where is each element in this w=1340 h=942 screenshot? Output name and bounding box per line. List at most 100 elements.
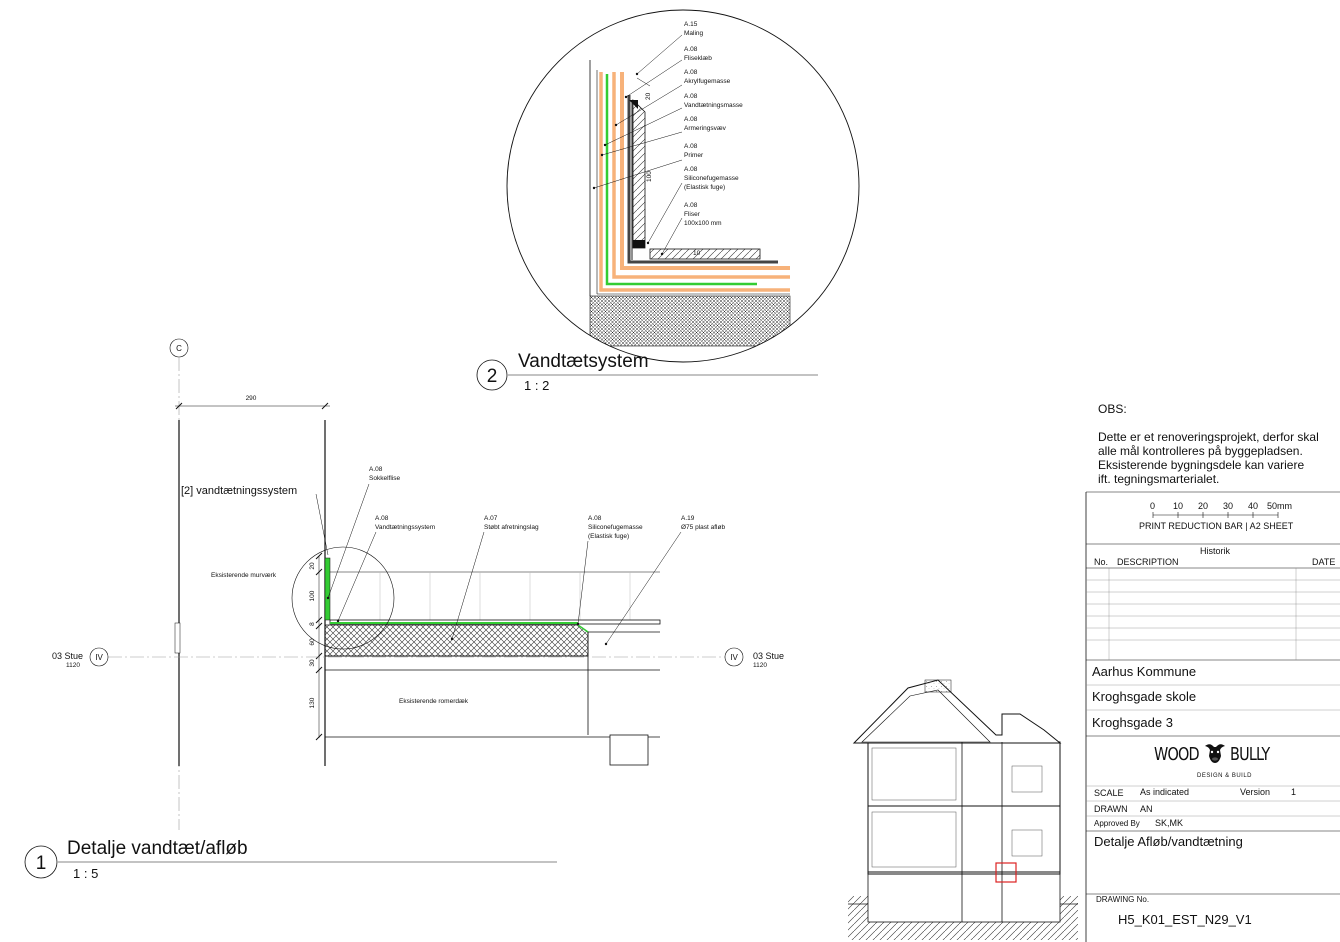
membrane-dark-line <box>627 95 778 264</box>
reduction-tick: 30 <box>1223 501 1234 511</box>
label-code: A.08 <box>684 116 698 123</box>
vertical-dim: 20 <box>309 562 316 570</box>
label-text: Siliconefugemasse <box>684 175 739 182</box>
wall-tile-section <box>632 99 646 249</box>
silicone-joint <box>633 240 645 248</box>
label-text: Fliseklæb <box>684 55 712 62</box>
view-title: Detalje vandtæt/afløb <box>67 838 248 859</box>
reduction-bar-caption: PRINT REDUCTION BAR | A2 SHEET <box>1139 521 1294 531</box>
detail-reference-circle <box>291 546 395 650</box>
label-text: (Elastisk fuge) <box>588 533 629 540</box>
label-code: A.15 <box>684 21 698 28</box>
label-code: A.08 <box>684 143 698 150</box>
vertical-dim: 60 <box>309 638 316 646</box>
label-code: A.19 <box>681 515 695 522</box>
membrane-orange-inner <box>620 72 790 270</box>
historik-col-date: DATE <box>1312 557 1336 567</box>
drain-pipe <box>609 734 649 766</box>
membrane-orange-mid <box>612 72 790 279</box>
reduction-tick: 40 <box>1248 501 1259 511</box>
dim-20: 20 <box>645 92 652 100</box>
reduction-tick: 50mm <box>1267 501 1293 511</box>
detail-2-vandtaetsystem: 20 100 10 A.15 Maling A.08 Fliseklæb A.0… <box>476 9 860 393</box>
existing-wall-label: Eksisterende murværk <box>211 572 277 579</box>
notes-line: ift. tegningsmarterialet. <box>1098 472 1220 486</box>
historik-title: Historik <box>1200 546 1231 556</box>
title-block-frame <box>1085 491 1340 942</box>
project-address: Kroghsgade 3 <box>1092 715 1173 730</box>
version-label: Version <box>1240 787 1271 797</box>
level-value-right: 1120 <box>753 662 767 669</box>
label-code: A.08 <box>684 166 698 173</box>
key-building-section <box>848 679 1078 940</box>
historik-col-description: DESCRIPTION <box>1117 557 1179 567</box>
client-name: Aarhus Kommune <box>1092 664 1197 679</box>
label-text: Fliser <box>684 211 701 218</box>
sheet-title: Detalje Afløb/vandtætning <box>1094 834 1243 849</box>
view-number-bubble <box>24 845 58 879</box>
detail-1-drain-section: C 290 [2] vandtætningssystem Eksisterend… <box>24 338 784 881</box>
historik-col-no: No. <box>1094 557 1109 567</box>
view-number: 2 <box>487 366 498 387</box>
detail-1-labels: A.08 Sokkelflise A.08 Vandtætningssystem… <box>369 466 725 540</box>
dim-10: 10 <box>693 250 701 257</box>
label-code: A.08 <box>684 69 698 76</box>
label-text: 100x100 mm <box>684 220 722 227</box>
detail-1-leader-lines <box>327 483 682 645</box>
scale-value: As indicated <box>1140 787 1190 797</box>
floor-tile-section <box>649 248 761 260</box>
label-code: A.08 <box>684 202 698 209</box>
reduction-tick: 10 <box>1173 501 1184 511</box>
label-text: Armeringsvæv <box>684 125 727 132</box>
view-number-bubble <box>476 359 508 391</box>
label-text: Sokkelflise <box>369 475 400 482</box>
detail-location-marker <box>995 862 1017 883</box>
label-text: Støbt afretningslag <box>484 524 539 531</box>
view-title: Vandtætsystem <box>518 351 649 372</box>
level-grid-left: IV <box>95 653 103 662</box>
dim-100: 100 <box>646 171 653 182</box>
detail-2-labels: A.15 Maling A.08 Fliseklæb A.08 Akrylfug… <box>684 21 743 227</box>
notes-heading: OBS: <box>1098 402 1127 416</box>
callout-waterproofing-system: [2] vandtætningssystem <box>181 485 297 497</box>
notes-line: Eksisterende bygningsdele kan variere <box>1098 458 1305 472</box>
drawn-label: DRAWN <box>1094 804 1128 814</box>
vertical-dim: 100 <box>309 590 316 601</box>
label-code: A.08 <box>684 46 698 53</box>
view-scale: 1 : 2 <box>524 378 549 393</box>
detail-2-leader-lines <box>593 34 683 255</box>
reduction-tick: 0 <box>1150 501 1156 511</box>
woodbully-logo: WOOD BULLY DESIGN & BUILD <box>1152 740 1282 784</box>
level-grid-right: IV <box>730 653 738 662</box>
existing-slab-hatch <box>589 295 791 347</box>
approved-value: SK,MK <box>1155 818 1184 828</box>
level-name-left: 03 Stue <box>52 651 83 661</box>
label-code: A.08 <box>375 515 389 522</box>
label-code: A.08 <box>369 466 383 473</box>
label-text: (Elastisk fuge) <box>684 184 725 191</box>
label-text: Siliconefugemasse <box>588 524 643 531</box>
reduction-tick: 20 <box>1198 501 1209 511</box>
logo-word-right: BULLY <box>1230 744 1270 765</box>
wall-waterproof-green <box>324 557 331 621</box>
view-scale: 1 : 5 <box>73 866 98 881</box>
level-name-right: 03 Stue <box>753 651 784 661</box>
label-text: Vandtætningssystem <box>375 524 435 531</box>
label-code: A.08 <box>588 515 602 522</box>
level-value-left: 1120 <box>66 662 80 669</box>
vertical-dim: 30 <box>309 659 316 667</box>
label-code: A.08 <box>684 93 698 100</box>
project-name: Kroghsgade skole <box>1092 689 1197 704</box>
approved-label: Approved By <box>1094 819 1140 828</box>
logo-word-left: WOOD <box>1154 744 1200 765</box>
bull-head-icon <box>1202 740 1228 771</box>
label-text: Ø75 plast afløb <box>681 524 725 531</box>
label-text: Akrylfugemasse <box>684 78 731 85</box>
detail-2-circle-frame <box>506 9 860 363</box>
notes-line: Dette er et renoveringsprojekt, derfor s… <box>1098 430 1319 444</box>
label-code: A.07 <box>484 515 498 522</box>
view-number: 1 <box>36 853 47 874</box>
dim-290: 290 <box>246 395 257 402</box>
label-text: Vandtætningsmasse <box>684 102 743 109</box>
